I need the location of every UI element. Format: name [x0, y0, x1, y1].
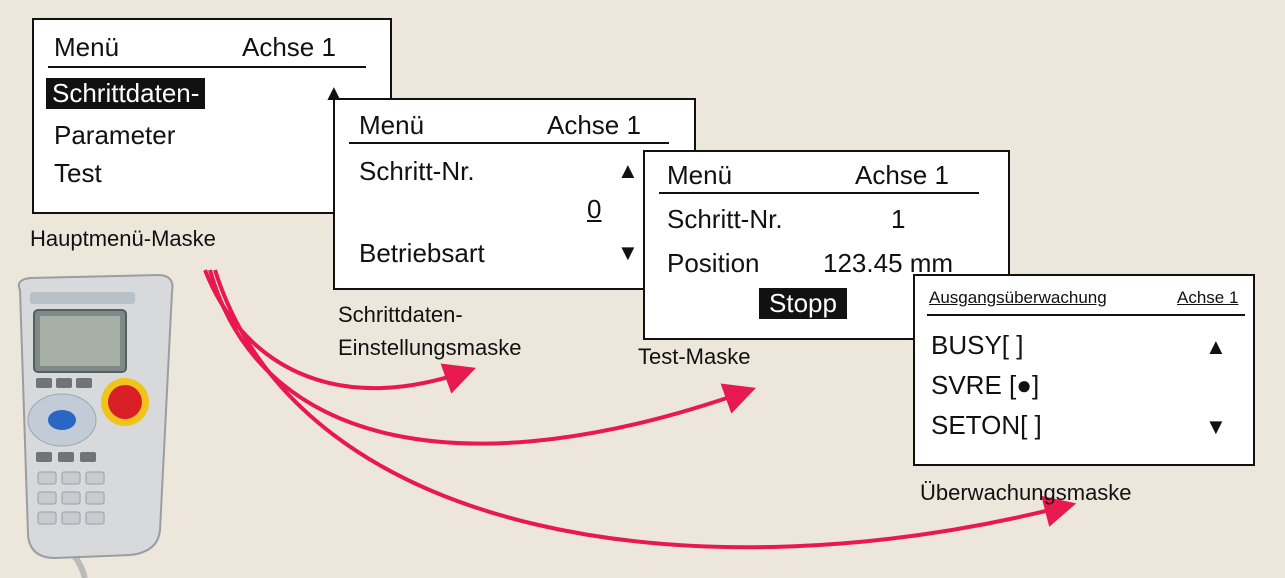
- test-position-value: 123.45 mm: [823, 248, 954, 278]
- main-menu-header-left: Menü: [54, 32, 120, 62]
- main-menu-caption: Hauptmenü-Maske: [30, 226, 216, 251]
- monitor-row-busy: BUSY[ ]: [931, 330, 1024, 360]
- test-screen: Menü Achse 1 Schritt-Nr. 1 Position 123.…: [643, 150, 1010, 340]
- test-label-position: Position: [667, 248, 760, 278]
- test-label-step: Schritt-Nr.: [667, 204, 783, 234]
- stop-button[interactable]: Stopp: [759, 288, 847, 319]
- step-data-screen: ▲ Menü Achse 1 Schritt-Nr. ▲ 0 Betriebsa…: [323, 80, 696, 290]
- monitor-header-left: Ausgangsüberwachung: [929, 288, 1107, 307]
- step-data-header-rule: [349, 142, 669, 144]
- main-menu-item-test[interactable]: Test: [54, 158, 102, 188]
- step-data-header-right: Achse 1: [547, 110, 641, 140]
- test-header-right: Achse 1: [855, 160, 949, 190]
- main-menu-header-rule: [48, 66, 366, 68]
- step-data-up-arrow-icon: ▲: [617, 158, 639, 183]
- step-data-label-mode: Betriebsart: [359, 238, 485, 268]
- step-data-header-left: Menü: [359, 110, 425, 140]
- monitor-down-arrow-icon: ▼: [1205, 414, 1227, 439]
- step-data-caption-line1: Schrittdaten-: [338, 302, 463, 327]
- main-menu-screen: Menü Achse 1 Schrittdaten- Parameter Tes…: [32, 18, 392, 214]
- test-header-left: Menü: [667, 160, 733, 190]
- step-data-step-value[interactable]: 0: [587, 194, 602, 224]
- monitor-row-svre: SVRE [●]: [931, 370, 1040, 400]
- monitor-header-rule: [927, 314, 1245, 316]
- monitor-row-seton: SETON[ ]: [931, 410, 1042, 440]
- main-menu-item-parameter[interactable]: Parameter: [54, 120, 176, 150]
- test-header-rule: [659, 192, 979, 194]
- arrow-to-monitor: [213, 269, 1077, 550]
- main-menu-header-right: Achse 1: [242, 32, 336, 62]
- step-data-label-step: Schritt-Nr.: [359, 156, 475, 186]
- step-data-down-arrow-icon: ▼: [617, 240, 639, 265]
- step-data-caption-line2: Einstellungsmaske: [338, 335, 522, 360]
- monitor-up-arrow-icon: ▲: [1205, 334, 1227, 359]
- monitor-caption: Überwachungsmaske: [920, 480, 1132, 505]
- monitor-screen: Ausgangsüberwachung Achse 1 BUSY[ ] ▲ SV…: [913, 274, 1255, 466]
- monitor-header-right: Achse 1: [1177, 288, 1239, 307]
- test-step-value: 1: [891, 204, 906, 234]
- arrow-to-test: [208, 269, 757, 446]
- main-menu-item-schrittdaten[interactable]: Schrittdaten-: [46, 78, 206, 109]
- test-caption: Test-Maske: [638, 344, 751, 369]
- step-data-up-icon: ▲: [323, 80, 345, 105]
